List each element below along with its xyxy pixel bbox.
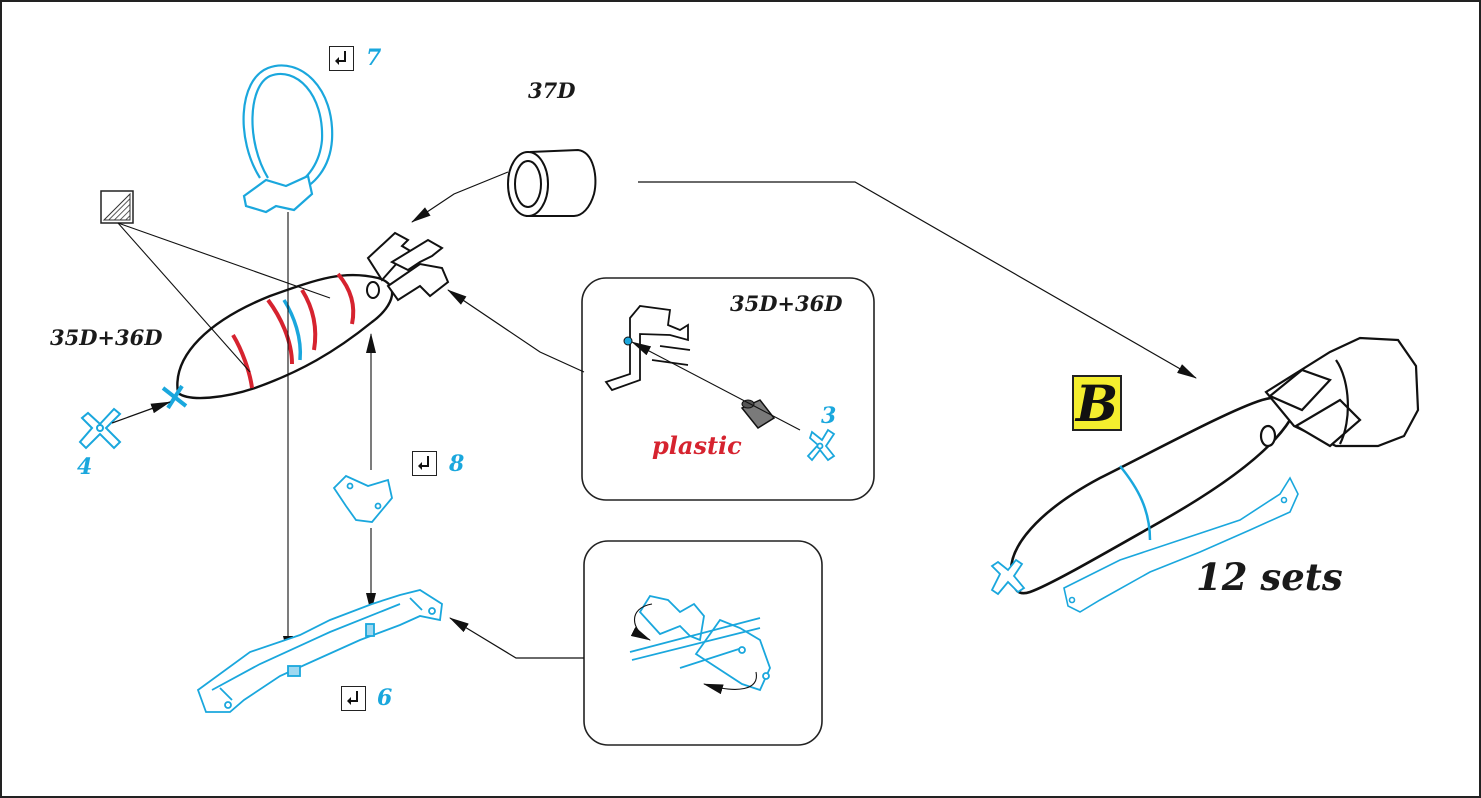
bomb-assembled-tail: [1259, 336, 1420, 448]
ring-part-37d: [507, 148, 597, 217]
arrow-4-to-fuze: [111, 401, 171, 424]
bomb-blue-band: [282, 299, 303, 361]
bomb-body-exploded: [176, 273, 394, 400]
label-part-4: 4: [77, 454, 93, 480]
label-plastic: plastic: [652, 431, 742, 460]
rack-part-6: [196, 589, 443, 713]
step-badge: B: [1072, 375, 1122, 431]
label-part-3: 3: [821, 403, 837, 429]
label-sets: 12 sets: [1196, 555, 1343, 599]
arrow-37d-to-tail: [411, 171, 509, 223]
label-part-35d36d-detail: 35D+36D: [730, 291, 843, 316]
label-part-35d36d-left: 35D+36D: [50, 325, 163, 350]
label-part-7: 7: [366, 45, 382, 71]
label-part-8: 8: [449, 451, 465, 477]
bend-fold-icon: [341, 686, 366, 711]
nose-fuze-assembled: [990, 558, 1026, 596]
bomb-tail-fins: [366, 231, 450, 302]
bend-fold-icon: [329, 46, 354, 71]
cradle-part-8: [332, 474, 393, 523]
strap-part-7: [242, 64, 334, 214]
bend-fold-icon: [412, 451, 437, 476]
rack-assembled: [1063, 476, 1299, 613]
propeller-part-4: [78, 407, 122, 450]
plastic-cylinder: [740, 399, 776, 429]
bomb-assembled-blue-band: [1119, 465, 1152, 541]
arrow-to-assembled-bomb: [638, 181, 1197, 379]
vane-part-3: [806, 428, 836, 462]
label-part-37d: 37D: [528, 78, 576, 103]
bomb-red-bands: [231, 272, 356, 389]
label-part-6: 6: [377, 685, 393, 711]
